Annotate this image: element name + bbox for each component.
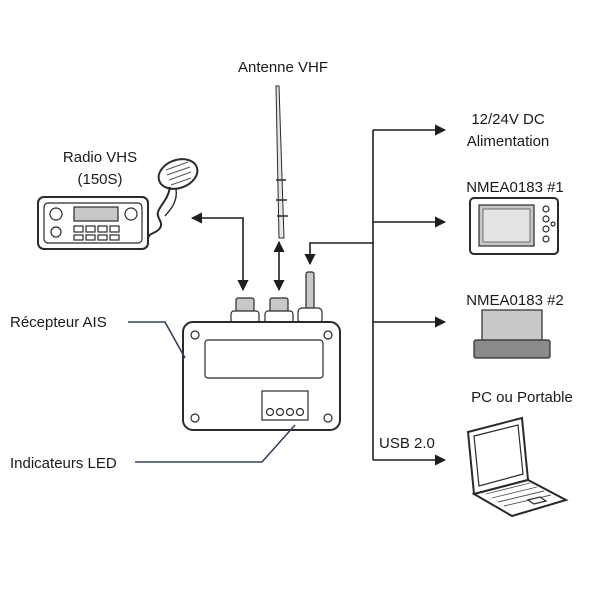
screw-icon — [323, 330, 333, 340]
receiver-leader-line — [128, 321, 186, 359]
power-label-line2: Alimentation — [467, 133, 550, 150]
screw-icon — [323, 413, 333, 423]
usb-label: USB 2.0 — [379, 435, 435, 452]
radio-label-line2: (150S) — [77, 171, 122, 188]
power-connector-rod — [305, 271, 315, 311]
vhf-radio-icon — [37, 196, 149, 250]
pc-label: PC ou Portable — [471, 389, 573, 406]
bus-to-receiver-arrow — [304, 242, 373, 266]
laptop-icon — [466, 416, 569, 518]
microphone-icon — [147, 158, 199, 239]
led-icon — [265, 407, 275, 417]
led-icon — [275, 407, 285, 417]
leds-leader-line — [135, 424, 296, 463]
chartplotter-icon — [469, 197, 559, 255]
receiver-label: Récepteur AIS — [10, 314, 107, 331]
screw-icon — [190, 330, 200, 340]
radio-connection-arrow — [190, 212, 249, 292]
power-label-line1: 12/24V DC — [471, 111, 545, 128]
radio-label-line1: Radio VHS — [63, 149, 137, 166]
ais-receiver-icon — [182, 271, 341, 431]
led-icon — [285, 407, 295, 417]
nmea2-label: NMEA0183 #2 — [466, 292, 564, 309]
radio-connector — [235, 297, 255, 313]
receiver-display-window — [204, 339, 324, 379]
antenna-icon — [275, 85, 288, 239]
antenna-label: Antenne VHF — [238, 59, 328, 76]
led-icon — [295, 407, 305, 417]
leds-label: Indicateurs LED — [10, 455, 117, 472]
display-icon — [473, 309, 551, 359]
antenna-connector — [269, 297, 289, 313]
screw-icon — [190, 413, 200, 423]
nmea1-label: NMEA0183 #1 — [466, 179, 564, 196]
